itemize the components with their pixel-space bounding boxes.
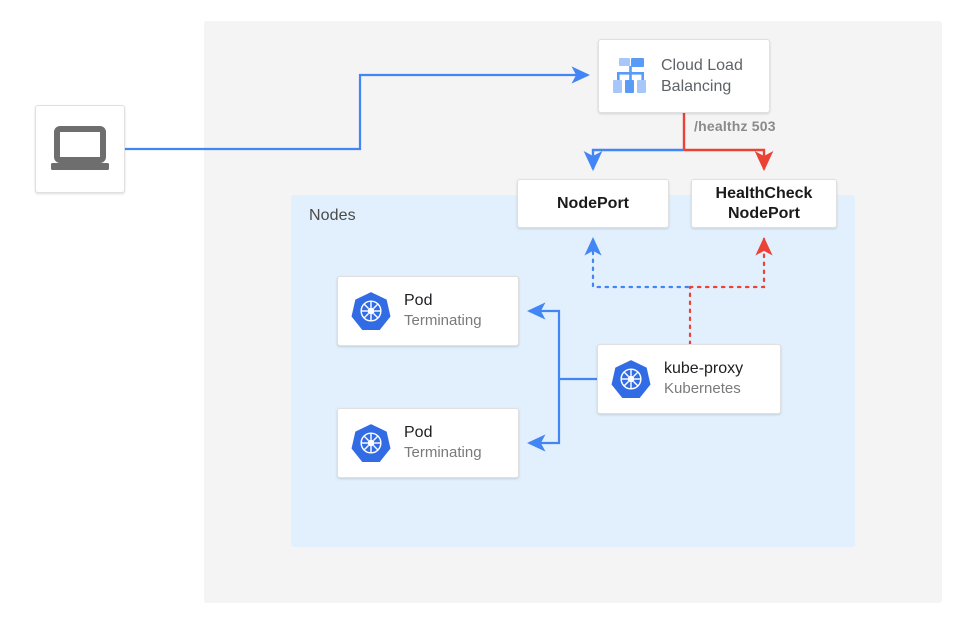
healthz-edge-label: /healthz 503 [694,118,776,134]
cloud-load-balancing-icon [613,58,646,93]
nodeport-label: NodePort [557,194,629,212]
healthcheck-nodeport-label: HealthCheck NodePort [715,184,813,222]
kube-proxy-sublabel: Kubernetes [664,380,741,397]
kube-proxy-card[interactable]: kube-proxy Kubernetes [597,344,781,414]
pod-label-1: Pod [404,292,433,309]
pod-label-2: Pod [404,424,433,441]
pod-card-2[interactable]: Pod Terminating [337,408,519,478]
kubernetes-icon [351,292,391,330]
cloud-load-balancing-label: Cloud Load Balancing [661,57,743,95]
kube-proxy-label: kube-proxy [664,360,744,377]
nodes-panel-label: Nodes [309,207,356,224]
client-card[interactable] [35,105,125,193]
kubernetes-icon [611,360,651,398]
kubernetes-icon [351,424,391,462]
cloud-load-balancing-card[interactable]: Cloud Load Balancing [598,39,770,113]
healthcheck-nodeport-card[interactable]: HealthCheck NodePort [691,179,837,228]
laptop-icon [51,126,109,170]
pod-card-1[interactable]: Pod Terminating [337,276,519,346]
pod-status-1: Terminating [404,312,482,329]
nodeport-card[interactable]: NodePort [517,179,669,228]
pod-status-2: Terminating [404,444,482,461]
